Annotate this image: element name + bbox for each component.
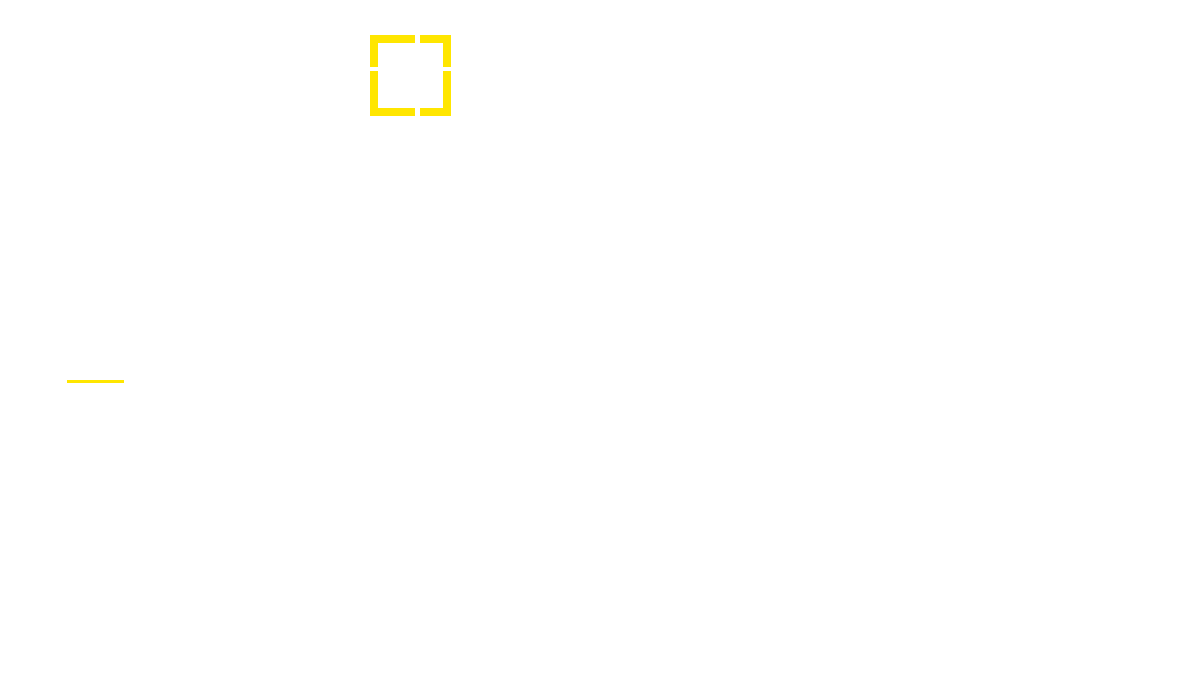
frame-right-bottom	[443, 71, 451, 116]
yellow-frame-icon	[370, 35, 451, 116]
frame-bottom-left	[370, 108, 415, 116]
frame-left-top	[370, 35, 378, 67]
frame-top-left	[370, 35, 415, 43]
frame-right-top	[443, 35, 451, 67]
frame-bottom-right	[420, 108, 451, 116]
frame-top-right	[420, 35, 451, 43]
frame-left-bottom	[370, 71, 378, 116]
yellow-frame-svg	[370, 35, 451, 116]
accent-underline	[67, 380, 124, 383]
